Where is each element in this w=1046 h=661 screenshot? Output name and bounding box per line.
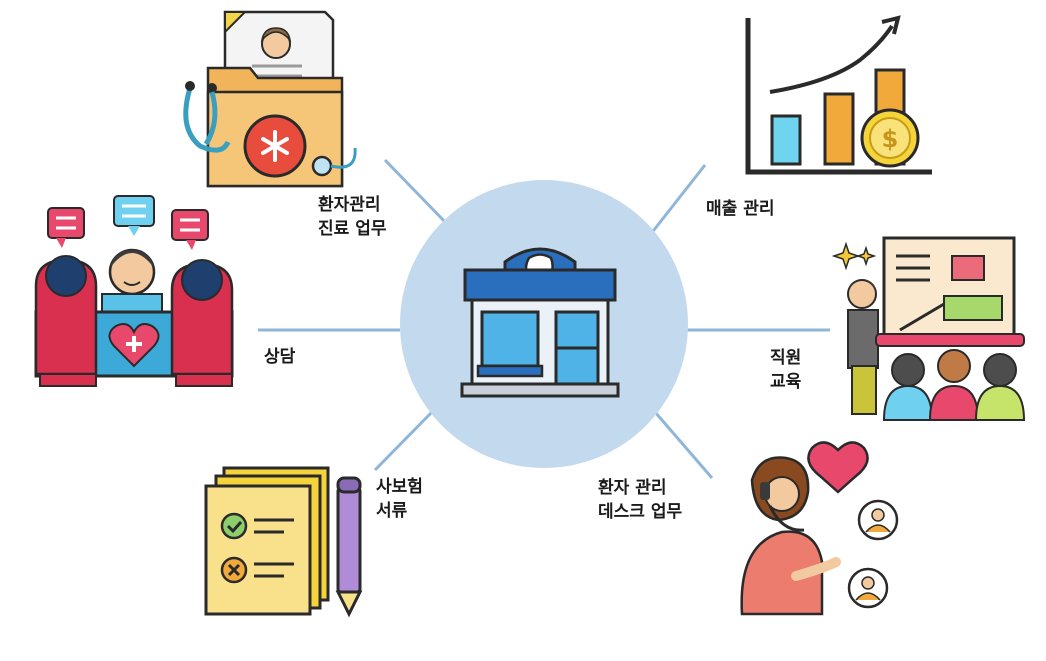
label-consultation-line-1: 상담 (264, 347, 296, 367)
label-patient-records-line-1: 환자관리 (318, 195, 381, 215)
connector-sales (648, 164, 707, 236)
label-insurance-docs-line-2: 서류 (376, 501, 408, 521)
presentation-training-icon (831, 236, 1026, 421)
label-insurance-docs-line-1: 사보험 (376, 477, 423, 497)
label-patient-records: 환자관리 진료 업무 (318, 193, 386, 241)
connector-front-desk (653, 411, 714, 479)
label-front-desk: 환자 관리 데스크 업무 (598, 476, 682, 524)
dental-clinic-building-icon (400, 180, 688, 468)
label-patient-records-line-2: 진료 업무 (318, 219, 387, 239)
checklist-documents-icon (204, 466, 363, 618)
connector-patient-records (383, 158, 450, 227)
sales-growth-chart-icon: $ (745, 15, 932, 175)
label-consultation: 상담 (264, 345, 295, 369)
connector-insurance-docs (373, 410, 434, 472)
svg-text:$: $ (882, 125, 899, 153)
consultation-meeting-icon (34, 195, 234, 387)
medical-folder-icon (183, 10, 357, 188)
label-staff-training: 직원 교육 (770, 346, 801, 394)
call-center-agent-icon (740, 441, 899, 616)
label-front-desk-line-1: 환자 관리 (598, 478, 667, 498)
label-insurance-docs: 사보험 서류 (376, 475, 423, 523)
label-sales: 매출 관리 (706, 197, 774, 221)
label-staff-training-line-2: 교육 (770, 372, 802, 392)
label-staff-training-line-1: 직원 (770, 348, 802, 368)
connector-lines (258, 158, 830, 479)
label-front-desk-line-2: 데스크 업무 (598, 502, 683, 522)
label-sales-line-1: 매출 관리 (706, 199, 775, 219)
